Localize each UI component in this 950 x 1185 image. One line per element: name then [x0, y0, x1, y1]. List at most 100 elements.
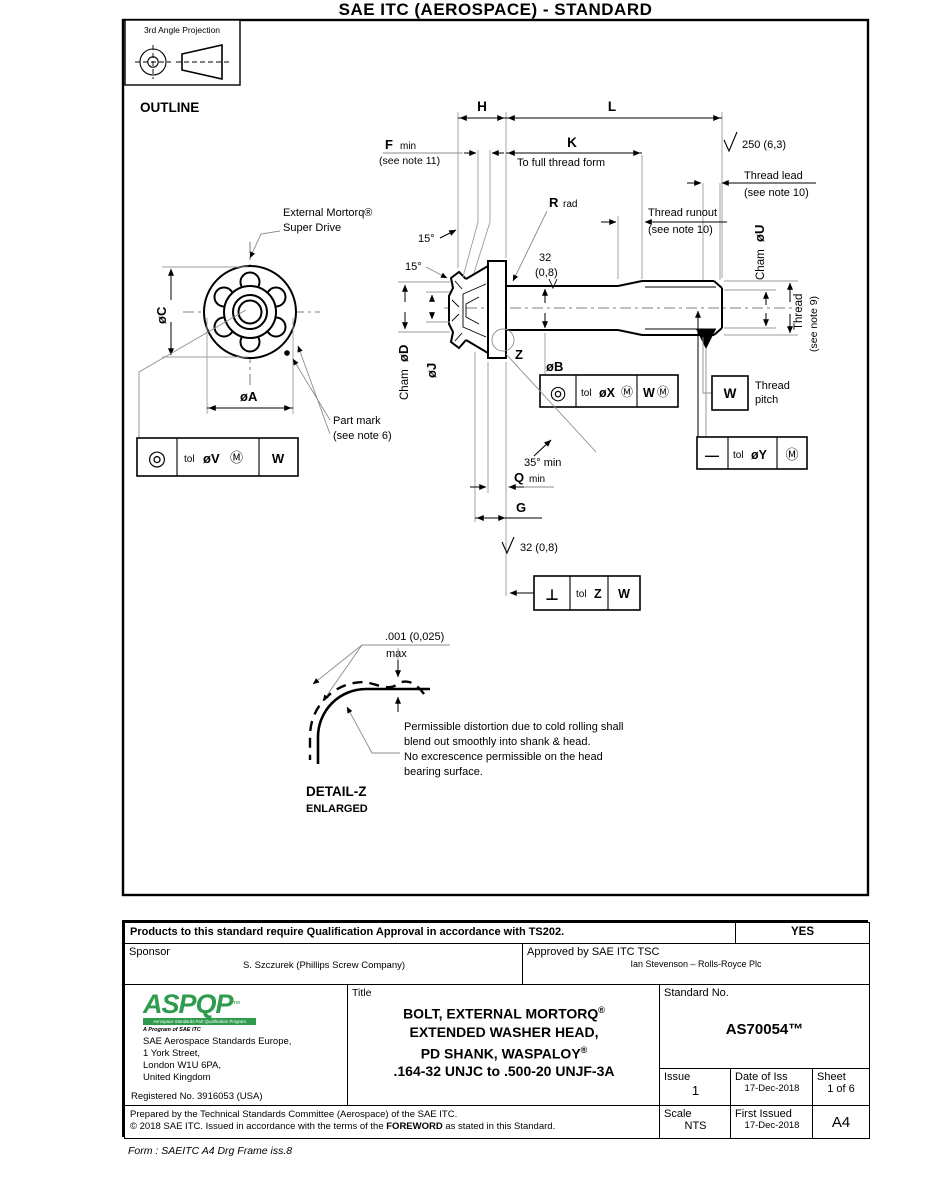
scale-cell: Scale NTS [659, 1105, 732, 1139]
svg-text:W: W [272, 451, 285, 466]
svg-text:tol: tol [576, 589, 587, 600]
svg-text:Z: Z [594, 587, 602, 601]
third-angle-symbol-icon [135, 44, 230, 80]
approved-label: Approved by SAE ITC TSC [527, 946, 660, 958]
thread-note-2: (see note 9) [808, 296, 820, 352]
drawing-frame [121, 18, 870, 897]
part-title: BOLT, EXTERNAL MORTORQ® EXTENDED WASHER … [393, 1005, 615, 1080]
svg-text:(0,8): (0,8) [535, 267, 558, 279]
m-circle-icon: Ⓜ [230, 451, 243, 466]
standard-no-value: AS70054™ [725, 1021, 804, 1038]
detail-z-letter: Z [515, 347, 523, 362]
angle-15-upper: 15° [418, 233, 435, 245]
address-line-1: SAE Aerospace Standards Europe, [143, 1036, 292, 1047]
svg-text:øV: øV [203, 451, 220, 466]
surf-32-lower: 32 (0,8) [520, 542, 558, 554]
svg-text:pitch: pitch [755, 394, 778, 406]
fcf-v: ◎ tol øV Ⓜ W [136, 437, 299, 477]
surf-32-head: 32 [539, 252, 551, 264]
lower-dimensions: 35° min Q min G 32 (0,8) ⊥ tol Z W [470, 352, 641, 611]
detail-max: max [386, 648, 407, 660]
front-view-dimensions: øC øA Part mark (see note 6) External Mo… [138, 207, 392, 442]
dim-g: G [516, 500, 526, 515]
title-cell: Title BOLT, EXTERNAL MORTORQ® EXTENDED W… [347, 984, 661, 1107]
issue-value: 1 [691, 1083, 700, 1098]
date-of-issue-cell: Date of Iss 17-Dec-2018 [730, 1068, 814, 1107]
surface-finish-icon [501, 536, 515, 555]
svg-text:rad: rad [563, 199, 577, 210]
dim-h: H [477, 99, 487, 114]
m-circle-icon: Ⓜ [621, 385, 633, 399]
surface-check-icon [548, 278, 558, 290]
thread-runout-1: Thread runout [648, 207, 717, 219]
prepared-text: Prepared by the Technical Standards Comm… [130, 1109, 458, 1120]
fcf-x: øB ◎ tol øX Ⓜ W Ⓜ [539, 288, 679, 408]
head-side-dimensions: Cham øD øJ [396, 281, 450, 400]
svg-text:tol: tol [581, 388, 592, 399]
address-line-3: London W1U 6PA, [143, 1060, 221, 1071]
concentricity-icon: ◎ [148, 446, 166, 470]
qualification-text: Products to this standard require Qualif… [130, 926, 565, 938]
fcf-y: — tol øY Ⓜ [695, 310, 808, 470]
form-note: Form : SAEITC A4 Drg Frame iss.8 [128, 1145, 293, 1157]
detail-z-view: .001 (0,025) max Permissible distortion … [306, 631, 624, 815]
angle-35: 35° min [524, 457, 561, 469]
first-issued-cell: First Issued 17-Dec-2018 [730, 1105, 814, 1139]
svg-text:tol: tol [184, 454, 195, 465]
detail-z-callout-circle [491, 328, 515, 352]
part-mark-label-1: Part mark [333, 415, 381, 427]
first-issued-value: 17-Dec-2018 [744, 1120, 800, 1131]
dim-l: L [608, 99, 616, 114]
qualification-cell: Products to this standard require Qualif… [124, 922, 737, 945]
issue-cell: Issue 1 [659, 1068, 732, 1107]
angle-15-lower: 15° [405, 261, 422, 273]
part-mark-label-2: (see note 6) [333, 430, 392, 442]
svg-text:Cham: Cham [399, 369, 411, 400]
title-label: Title [352, 987, 372, 999]
mortorq-label-1: External Mortorq® [283, 207, 372, 219]
svg-text:min: min [400, 141, 416, 152]
thread-end-dimensions: Cham øU Thread (see note 9) [724, 225, 820, 352]
dim-w: W [724, 386, 737, 401]
logo-cell: ASPQP™ Aerospace Standards Part Qualific… [124, 984, 349, 1107]
document-title: SAE ITC (AEROSPACE) - STANDARD [338, 0, 653, 19]
dim-od: øD [396, 345, 411, 362]
title-block: Products to this standard require Qualif… [122, 920, 870, 1139]
svg-text:Thread: Thread [755, 380, 790, 392]
surface-finish-icon [723, 131, 738, 153]
svg-text:tol: tol [733, 450, 744, 461]
thread-runout-2: (see note 10) [648, 224, 713, 236]
upper-dimensions: H L F min (see note 11) K To full thread… [379, 99, 816, 290]
detail-note-1: Permissible distortion due to cold rolli… [404, 721, 624, 733]
detail-note-2: blend out smoothly into shank & head. [404, 736, 591, 748]
head-front-view [183, 242, 320, 388]
dim-ob: øB [546, 359, 563, 374]
datum-target-triangle [696, 329, 716, 349]
standard-no-cell: Standard No. AS70054™ [659, 984, 870, 1070]
outline-label: OUTLINE [140, 100, 199, 115]
thread-lead-2: (see note 10) [744, 187, 809, 199]
sponsor-value: S. Szczurek (Phillips Screw Company) [242, 960, 406, 971]
straightness-icon: — [705, 447, 719, 463]
svg-text:Cham: Cham [755, 249, 767, 280]
approved-value: Ian Stevenson – Rolls-Royce Plc [630, 959, 762, 969]
dim-f: F [385, 137, 393, 152]
svg-text:øY: øY [751, 448, 768, 462]
projection-box: 3rd Angle Projection [124, 19, 241, 86]
projection-label: 3rd Angle Projection [144, 25, 220, 35]
part-mark-dot [284, 350, 290, 356]
copyright-text: © 2018 SAE ITC. Issued in accordance wit… [130, 1121, 556, 1132]
standard-no-label: Standard No. [664, 987, 729, 999]
prepared-cell: Prepared by the Technical Standards Comm… [124, 1105, 661, 1139]
paper-size-value: A4 [831, 1114, 851, 1131]
dim-k: K [567, 135, 577, 150]
address-line-4: United Kingdom [143, 1072, 211, 1083]
thread-note-1: Thread [793, 294, 805, 330]
svg-text:øX: øX [599, 386, 616, 400]
dim-k-sub: To full thread form [517, 157, 605, 169]
thread-lead-1: Thread lead [744, 170, 803, 182]
svg-text:min: min [529, 474, 545, 485]
dim-q: Q [514, 470, 524, 485]
